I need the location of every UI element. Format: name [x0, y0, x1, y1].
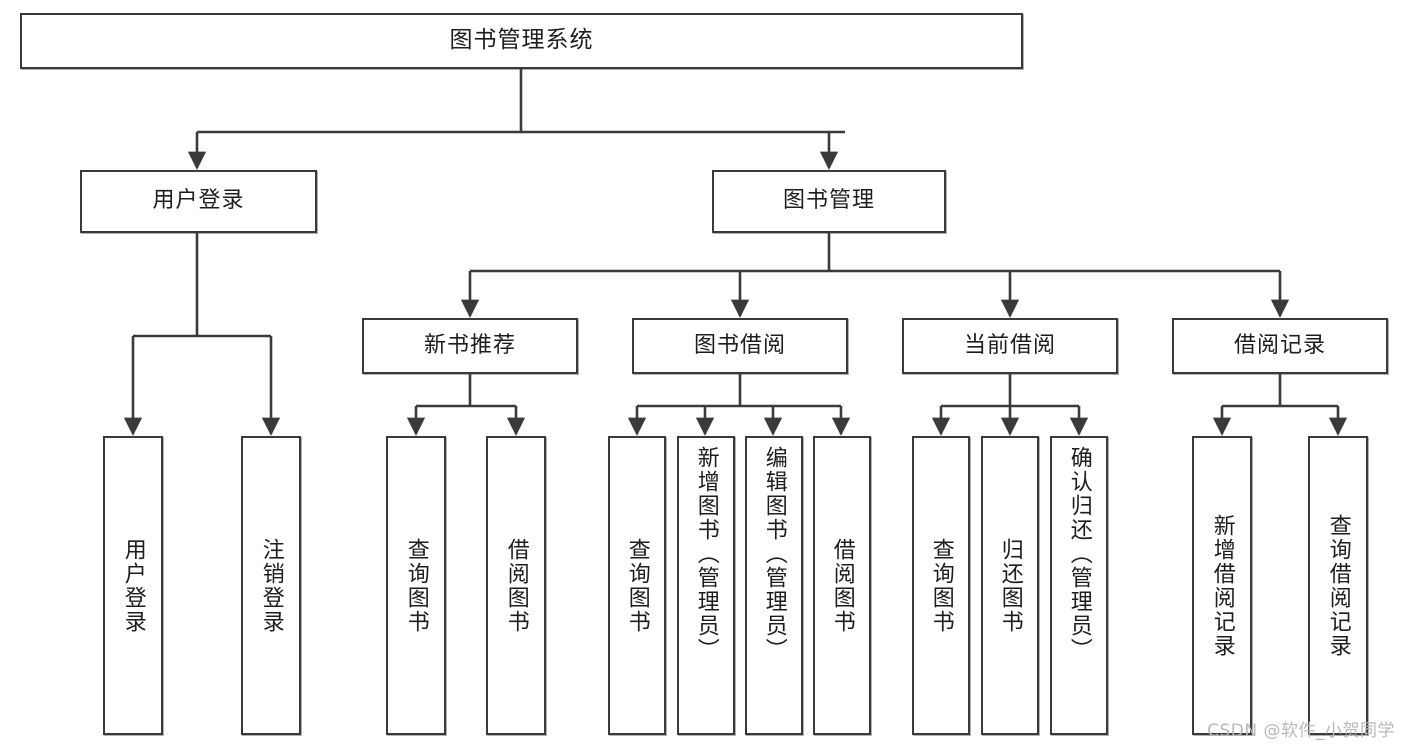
node-user-login[interactable]: 用户登录 [80, 170, 317, 233]
node-label: 新增借阅记录 [1209, 513, 1235, 658]
node-label: 编辑图书（管理员） [761, 446, 787, 662]
node-label: 新书推荐 [423, 332, 516, 358]
leaf-book-borrow-edit[interactable]: 编辑图书（管理员） [745, 436, 803, 735]
node-current-borrow[interactable]: 当前借阅 [902, 318, 1118, 374]
leaf-borrow-record-add[interactable]: 新增借阅记录 [1192, 436, 1252, 735]
node-label: 当前借阅 [963, 332, 1056, 358]
leaf-book-borrow-borrow[interactable]: 借阅图书 [813, 436, 871, 735]
node-label: 查询借阅记录 [1325, 513, 1351, 658]
node-label: 借阅记录 [1233, 332, 1326, 358]
leaf-current-borrow-confirm-return[interactable]: 确认归还（管理员） [1050, 436, 1108, 735]
node-label: 确认归还（管理员） [1066, 446, 1092, 662]
node-new-book-recommend[interactable]: 新书推荐 [362, 318, 578, 374]
leaf-current-borrow-return[interactable]: 归还图书 [981, 436, 1039, 735]
node-label: 新增图书（管理员） [693, 446, 719, 662]
node-label: 归还图书 [997, 537, 1023, 634]
leaf-book-borrow-query[interactable]: 查询图书 [608, 436, 666, 735]
node-borrow-record[interactable]: 借阅记录 [1172, 318, 1388, 374]
node-label: 用户登录 [152, 188, 245, 214]
node-label: 借阅图书 [503, 537, 529, 634]
leaf-book-borrow-add[interactable]: 新增图书（管理员） [677, 436, 735, 735]
node-label: 图书管理 [782, 188, 875, 214]
leaf-new-book-query[interactable]: 查询图书 [386, 436, 446, 735]
leaf-user-login-logout[interactable]: 注销登录 [241, 436, 301, 735]
leaf-new-book-borrow[interactable]: 借阅图书 [486, 436, 546, 735]
leaf-user-login-login[interactable]: 用户登录 [103, 436, 163, 735]
node-label: 用户登录 [120, 537, 146, 634]
node-book-borrow[interactable]: 图书借阅 [632, 318, 848, 374]
node-label: 查询图书 [928, 537, 954, 634]
leaf-current-borrow-query[interactable]: 查询图书 [912, 436, 970, 735]
node-label: 查询图书 [403, 537, 429, 634]
node-label: 查询图书 [624, 537, 650, 634]
node-book-management[interactable]: 图书管理 [712, 170, 946, 233]
csdn-watermark: CSDN @软件_小贺同学 [1207, 721, 1395, 741]
node-label: 图书借阅 [693, 332, 786, 358]
node-label: 图书管理系统 [449, 27, 594, 54]
node-label: 注销登录 [258, 537, 284, 634]
leaf-borrow-record-query[interactable]: 查询借阅记录 [1308, 436, 1368, 735]
node-label: 借阅图书 [829, 537, 855, 634]
node-root-book-management-system[interactable]: 图书管理系统 [20, 13, 1023, 69]
